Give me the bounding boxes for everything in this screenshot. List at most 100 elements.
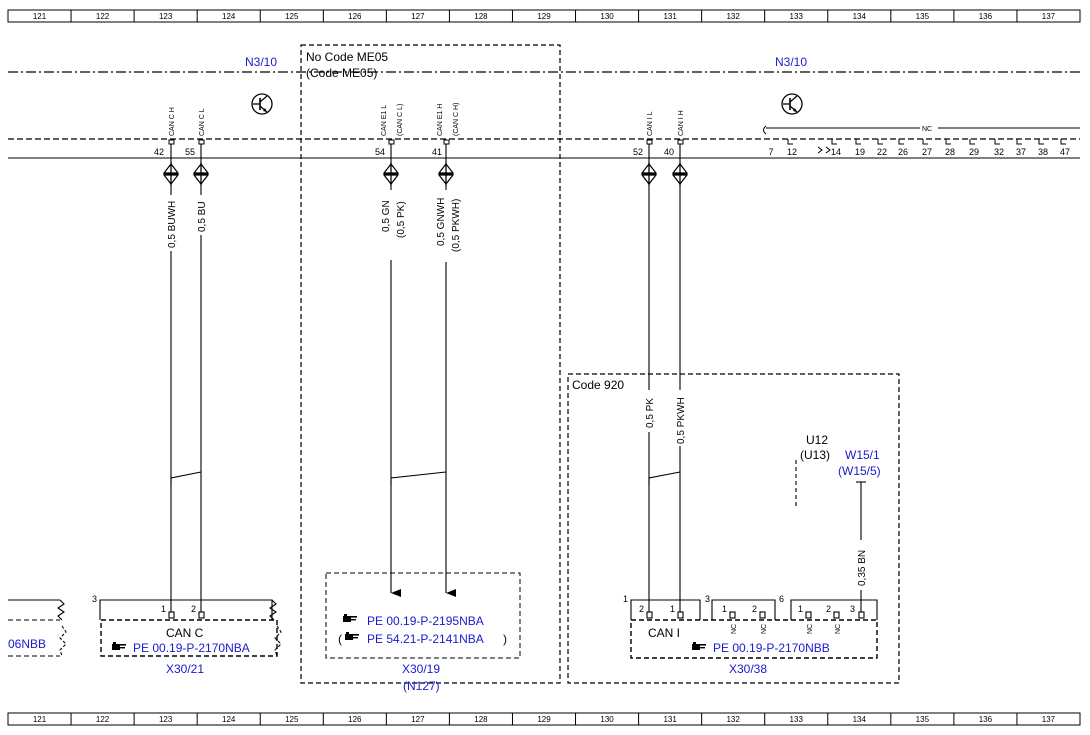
pin-terminal — [898, 139, 904, 145]
x30-38-g2-pin-a: 1 — [722, 604, 727, 614]
x30-19-ref1-link[interactable]: PE 00.19-P-2195NBA — [367, 614, 484, 628]
x30-38-group1-pin: 1 — [623, 594, 628, 604]
pin-label-can-c-h-alt: (CAN C H) — [453, 103, 460, 136]
ruler-number: 132 — [726, 715, 740, 724]
manual-pointer-icon — [343, 614, 357, 622]
pin-terminal — [969, 139, 975, 145]
wire-label-bn: 0,35 BN — [857, 550, 868, 586]
pin-label-can-c-l: CAN C L — [199, 108, 206, 136]
wire-coupler-icon — [383, 161, 399, 187]
pin-number-40: 40 — [664, 147, 674, 157]
ruler-number: 123 — [159, 715, 173, 724]
pin-number: 14 — [831, 147, 841, 157]
wires — [170, 144, 866, 612]
connector-x30-19 — [325, 572, 521, 659]
pin-number: 22 — [877, 147, 887, 157]
x30-38-g3-pin-b: 2 — [826, 604, 831, 614]
manual-pointer-icon — [112, 642, 126, 650]
component-label-u13: (U13) — [800, 448, 830, 462]
code-box-920-label: Code 920 — [572, 378, 624, 392]
ruler-number: 129 — [537, 12, 551, 21]
ruler-number: 137 — [1042, 12, 1056, 21]
ruler-number: 126 — [348, 715, 362, 724]
x30-38-nc-4: NC — [835, 624, 842, 634]
ruler-number: 136 — [979, 715, 993, 724]
x30-38-nc-3: NC — [807, 624, 814, 634]
ruler-number: 124 — [222, 715, 236, 724]
pin-number: 26 — [898, 147, 908, 157]
pin-label-can-e1-h: CAN E1 H — [437, 104, 444, 136]
pin-number: 37 — [1016, 147, 1026, 157]
component-label-w15-5: (W15/5) — [838, 464, 881, 478]
pin-number: 27 — [922, 147, 932, 157]
pin-label-can-c-h: CAN C H — [169, 107, 176, 136]
manual-pointer-icon — [345, 632, 359, 640]
pin-number: 28 — [945, 147, 955, 157]
pin-terminal — [787, 139, 793, 145]
pin-label-nc-top: NC — [922, 126, 932, 133]
code-box-me05 — [300, 44, 561, 684]
x30-38-ref-link[interactable]: PE 00.19-P-2170NBB — [713, 641, 830, 655]
ruler-number: 125 — [285, 12, 299, 21]
partial-connector-ref[interactable]: 06NBB — [8, 637, 46, 651]
x30-38-g1-pin-b: 1 — [670, 604, 675, 614]
code-box-me05-line2: (Code ME05) — [306, 66, 377, 80]
x30-19-ref2-open: ( — [338, 632, 342, 646]
ruler-number: 131 — [663, 12, 677, 21]
ruler-number: 124 — [222, 12, 236, 21]
pin-terminal — [877, 139, 883, 145]
wire-label-gn: 0,5 GN — [381, 200, 392, 232]
ruler-number: 132 — [726, 12, 740, 21]
transistor-symbol-icon — [251, 93, 273, 115]
ruler-number: 130 — [600, 12, 614, 21]
pin-label-can-i-h: CAN I H — [678, 110, 685, 136]
pin-number-52: 52 — [633, 147, 643, 157]
pin-label-can-i-l: CAN I L — [647, 111, 654, 136]
ruler-number: 137 — [1042, 715, 1056, 724]
ruler-number: 128 — [474, 715, 488, 724]
ruler-number: 135 — [916, 12, 930, 21]
pin-terminal — [945, 139, 951, 145]
x30-38-label: X30/38 — [729, 662, 767, 676]
pin-terminal — [1016, 139, 1022, 145]
manual-pointer-icon — [692, 642, 706, 650]
x30-38-group3-pin: 6 — [779, 594, 784, 604]
ruler-number: 127 — [411, 12, 425, 21]
pin-number: 32 — [994, 147, 1004, 157]
x30-19-ref2-link[interactable]: PE 54.21-P-2141NBA — [367, 632, 484, 646]
x30-21-bus-label: CAN C — [166, 626, 204, 640]
ruler-number: 123 — [159, 12, 173, 21]
ruler-number: 121 — [33, 12, 47, 21]
wire-coupler-icon — [641, 161, 657, 187]
pin-number-41: 41 — [432, 147, 442, 157]
ruler-number: 133 — [790, 715, 804, 724]
nc-pin-group — [763, 125, 1080, 154]
pin-terminal — [855, 139, 861, 145]
ruler-number: 127 — [411, 715, 425, 724]
component-label-w15-1: W15/1 — [845, 448, 880, 462]
connector-x30-38 — [630, 599, 878, 659]
code-box-me05-line1: No Code ME05 — [306, 50, 388, 64]
transistor-symbol-icon — [781, 93, 803, 115]
ruler-number: 136 — [979, 12, 993, 21]
wire-label-pkwh-alt: (0,5 PKWH) — [451, 199, 462, 252]
pin-number-54: 54 — [375, 147, 385, 157]
n3-10-boundary — [8, 71, 1080, 159]
wire-coupler-icon — [193, 161, 209, 187]
wire-coupler-icon — [672, 161, 688, 187]
ruler-number: 122 — [96, 12, 110, 21]
x30-38-nc-1: NC — [731, 624, 738, 634]
x30-21-ref-link[interactable]: PE 00.19-P-2170NBA — [133, 641, 250, 655]
x30-38-g3-pin-a: 1 — [798, 604, 803, 614]
pin-terminal — [831, 139, 837, 145]
code-box-920 — [567, 373, 900, 684]
ruler-number: 126 — [348, 12, 362, 21]
wire-coupler-icon — [163, 161, 179, 187]
x30-38-nc-2: NC — [761, 624, 768, 634]
x30-38-group2-pin: 3 — [705, 594, 710, 604]
wire-coupler-icon — [438, 161, 454, 187]
pin-label-can-e1-l: CAN E1 L — [381, 105, 388, 136]
pin-number: 38 — [1038, 147, 1048, 157]
